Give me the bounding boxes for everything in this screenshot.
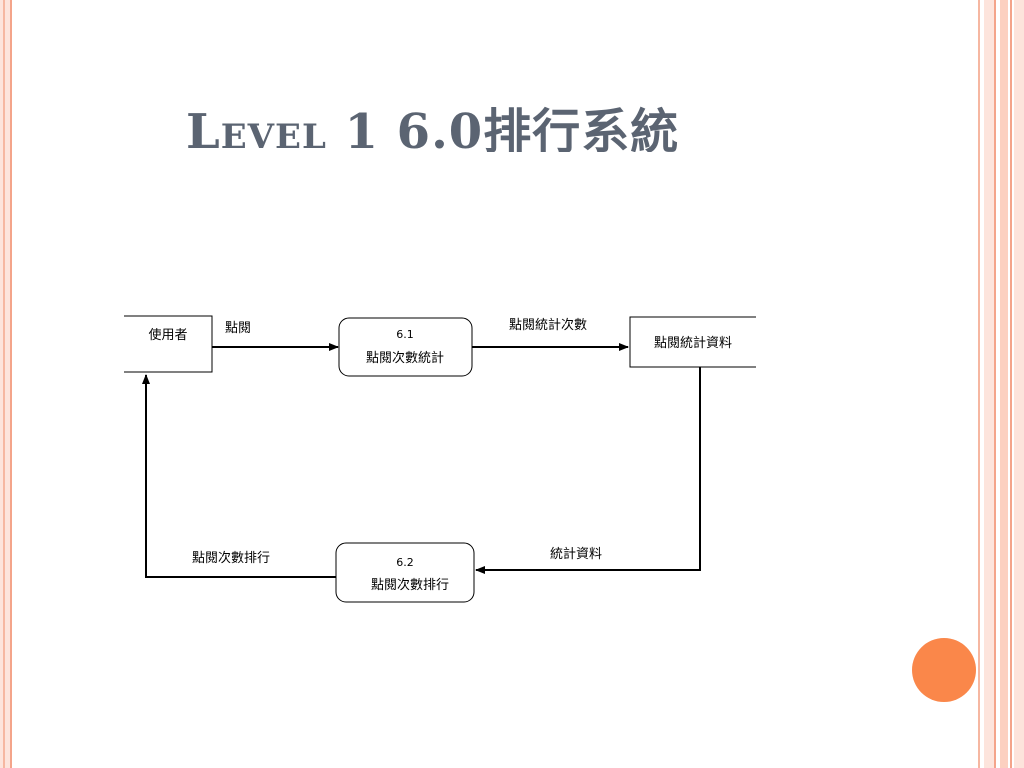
- slide-title: Level 1 6.0排行系統: [186, 104, 680, 152]
- entity-user: 使用者: [124, 315, 213, 373]
- process-6-1-label: 點閱次數統計: [366, 350, 444, 366]
- datastore-view-stats: 點閱統計資料: [629, 316, 756, 368]
- flow-stats-data-label: 統計資料: [550, 546, 602, 562]
- entity-user-label: 使用者: [148, 327, 187, 343]
- process-6-2-label: 點閱次數排行: [371, 577, 449, 593]
- process-6-1: 6.1 點閱次數統計: [338, 317, 473, 377]
- flow-ranking-arrow: [142, 374, 336, 578]
- right-border-stripes: [976, 0, 1024, 768]
- flow-stats-data-arrow: [475, 367, 701, 574]
- decorative-circle: [912, 638, 976, 702]
- left-border-stripe: [0, 0, 12, 768]
- datastore-label: 點閱統計資料: [654, 335, 732, 351]
- flow-ranking-label: 點閱次數排行: [192, 550, 270, 566]
- process-6-2-id: 6.2: [396, 556, 414, 569]
- process-6-1-id: 6.1: [396, 328, 414, 341]
- process-6-2: 6.2 點閱次數排行: [335, 542, 475, 603]
- flow-view-label: 點閱: [225, 321, 251, 336]
- flow-view-count-label: 點閱統計次數: [509, 317, 587, 333]
